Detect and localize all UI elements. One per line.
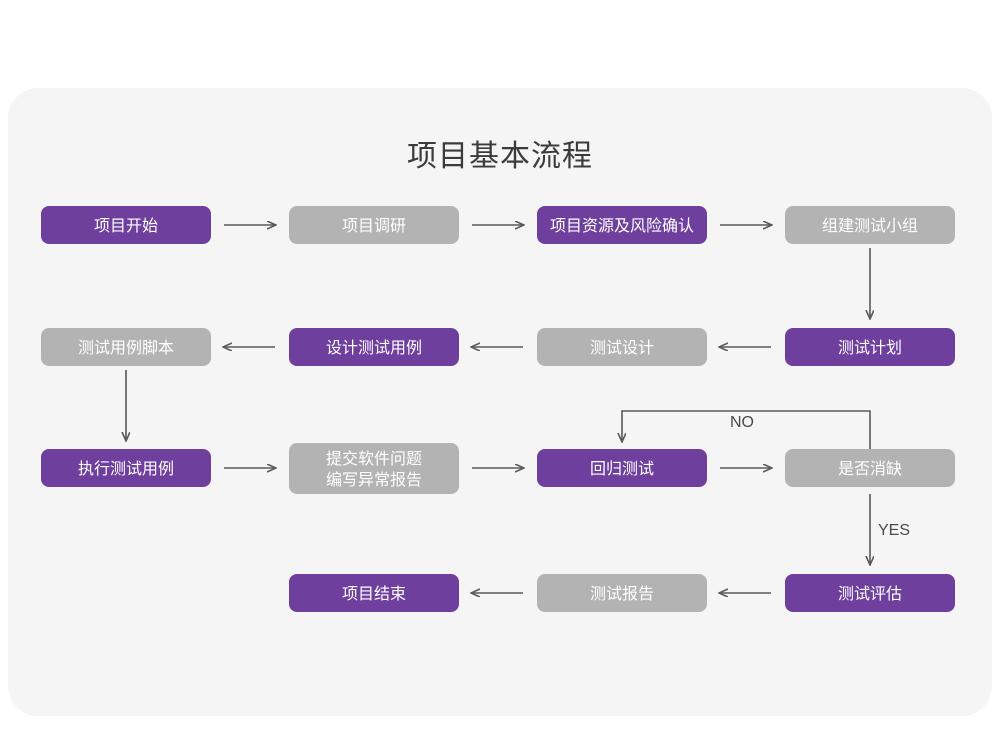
node-submit-issue-report[interactable]: 提交软件问题 编写异常报告 — [289, 443, 459, 494]
node-design-test-case[interactable]: 设计测试用例 — [289, 328, 459, 366]
edge-label-no: NO — [730, 414, 754, 431]
node-project-end[interactable]: 项目结束 — [289, 574, 459, 612]
node-regression-test[interactable]: 回归测试 — [537, 449, 707, 487]
node-defect-resolved-decision[interactable]: 是否消缺 — [785, 449, 955, 487]
node-test-evaluation[interactable]: 测试评估 — [785, 574, 955, 612]
node-test-case-script[interactable]: 测试用例脚本 — [41, 328, 211, 366]
page-title: 项目基本流程 — [407, 139, 593, 174]
node-test-design[interactable]: 测试设计 — [537, 328, 707, 366]
node-test-report[interactable]: 测试报告 — [537, 574, 707, 612]
node-execute-test-case[interactable]: 执行测试用例 — [41, 449, 211, 487]
flowchart-panel — [8, 88, 992, 716]
node-project-start[interactable]: 项目开始 — [41, 206, 211, 244]
node-test-plan[interactable]: 测试计划 — [785, 328, 955, 366]
node-resource-risk-confirm[interactable]: 项目资源及风险确认 — [537, 206, 707, 244]
node-project-research[interactable]: 项目调研 — [289, 206, 459, 244]
edge-label-yes: YES — [878, 522, 911, 539]
node-form-test-team[interactable]: 组建测试小组 — [785, 206, 955, 244]
